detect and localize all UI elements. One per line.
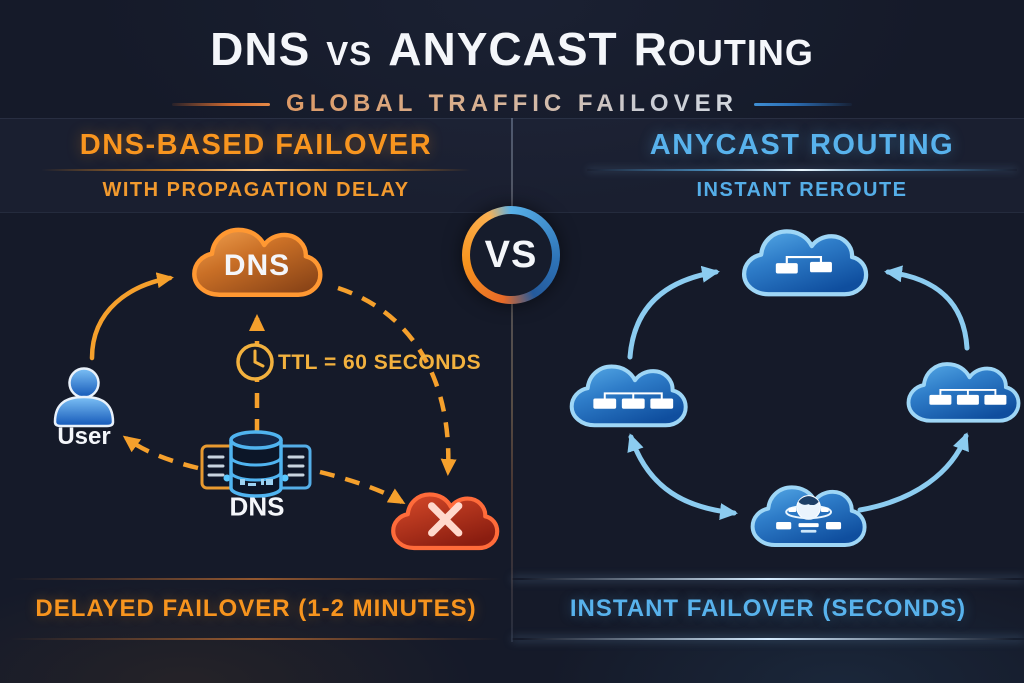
left-footer-line-top: [0, 578, 512, 580]
page-subtitle: GLOBAL TRAFFIC FAILOVER: [286, 90, 738, 117]
right-panel-header: ANYCAST ROUTING INSTANT REROUTE: [512, 119, 1024, 212]
arrow-right-to-top: [884, 265, 970, 351]
ttl-label: TTL = 60 SECONDS: [278, 351, 482, 374]
arrow-left-bottom-bidirectional: [627, 433, 738, 520]
subtitle-line-left: [172, 102, 271, 106]
title-dns: DNS: [210, 23, 311, 75]
anycast-node-left: [569, 364, 688, 428]
vs-label: VS: [484, 233, 538, 276]
dns-server-label: DNS: [229, 491, 285, 522]
title-vs: VS: [326, 35, 373, 72]
arrow-dns-cloud-to-failed-cloud: [337, 285, 457, 476]
arrow-server-to-user: [122, 435, 199, 471]
anycast-node-top: [744, 231, 866, 294]
arrow-left-to-top: [627, 265, 720, 360]
left-footer-banner: DELAYED FAILOVER (1-2 MINUTES): [0, 578, 512, 640]
left-panel-header: DNS-BASED FAILOVER WITH PROPAGATION DELA…: [0, 119, 512, 212]
left-panel-underline: [41, 169, 471, 171]
arrow-bottom-to-right: [857, 432, 969, 513]
right-panel-title: ANYCAST ROUTING: [649, 129, 955, 161]
right-panel-underline: [587, 169, 1017, 171]
database-cylinder-icon: [229, 430, 283, 498]
server-nodes-icon: [775, 255, 832, 274]
right-footer-line-top: [512, 578, 1024, 580]
left-footer-line-bottom: [0, 638, 512, 640]
vs-badge-inner: VS: [470, 214, 552, 296]
server-nodes-icon: [593, 392, 674, 409]
left-footer-text: DELAYED FAILOVER (1-2 MINUTES): [35, 595, 477, 622]
anycast-node-bottom: [750, 485, 867, 547]
globe-icon: [776, 495, 842, 533]
dns-failover-diagram: [53, 210, 512, 578]
arrow-server-to-failed-cloud: [319, 469, 406, 505]
clock-icon: [236, 343, 274, 381]
failed-cloud: [393, 494, 497, 548]
right-footer-line-bottom: [512, 638, 1024, 640]
x-mark-icon: [428, 502, 463, 537]
subtitle-row: GLOBAL TRAFFIC FAILOVER: [0, 90, 1024, 118]
page-title: DNS VS ANYCAST ROUTING: [0, 22, 1024, 76]
server-nodes-icon: [929, 388, 1007, 405]
subtitle-line-right: [753, 102, 852, 106]
dns-server-icon: [200, 430, 312, 498]
title-anycast: ANYCAST: [388, 23, 618, 75]
dns-cloud-label: DNS: [223, 249, 291, 282]
left-panel-subtitle: WITH PROPAGATION DELAY: [102, 179, 410, 201]
header: DNS VS ANYCAST ROUTING GLOBAL TRAFFIC FA…: [0, 0, 1024, 118]
anycast-node-right: [906, 362, 1021, 423]
center-divider: [511, 118, 513, 642]
vs-badge: VS: [462, 206, 560, 304]
anycast-diagram: [569, 210, 1021, 547]
left-panel-title: DNS-BASED FAILOVER: [79, 129, 433, 161]
arrow-user-to-dns-cloud: [89, 272, 174, 361]
right-panel-subtitle: INSTANT REROUTE: [696, 179, 908, 201]
right-footer-text: INSTANT FAILOVER (SECONDS): [569, 595, 967, 622]
user-icon: [53, 367, 115, 428]
title-routing: ROUTING: [633, 23, 814, 75]
right-footer-banner: INSTANT FAILOVER (SECONDS): [512, 578, 1024, 640]
user-label: User: [57, 423, 111, 450]
